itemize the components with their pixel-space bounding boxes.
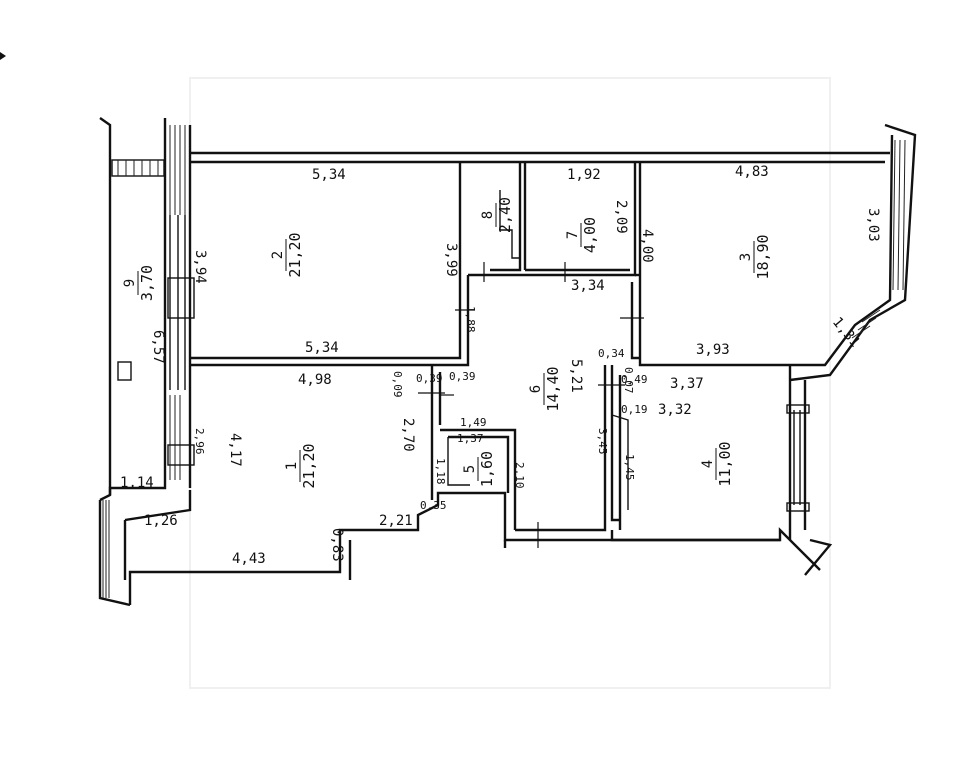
dim-r7-top: 1,92 — [567, 167, 601, 183]
dim-r5-118: 1,18 — [434, 458, 447, 485]
room-labels: 1 21,20 2 21,20 3 18,90 4 11,00 5 1,60 6… — [122, 197, 772, 489]
room-4-label: 4 11,00 — [700, 441, 734, 486]
dim-r7-right: 2,09 — [613, 200, 629, 234]
room-7-number: 7 — [565, 231, 581, 239]
room-8-number: 8 — [480, 211, 496, 219]
dim-r6-left: 1,88 — [464, 306, 477, 333]
room-4-area: 11,00 — [716, 441, 734, 486]
dim-r1-step: 2,21 — [379, 513, 413, 529]
dim-r3-left: 4,00 — [639, 229, 655, 263]
corner-mark — [0, 52, 6, 60]
room-9-number: 9 — [122, 279, 138, 287]
room-1-number: 1 — [284, 462, 300, 470]
room-5-label: 5 1,60 — [462, 451, 496, 487]
room-8-area: 2,40 — [496, 197, 514, 233]
room-7-area: 4,00 — [581, 217, 599, 253]
dim-r3-top: 4,83 — [735, 164, 769, 180]
dim-c-039a: 0,39 — [416, 372, 443, 385]
room-5-area: 1,60 — [478, 451, 496, 487]
dim-r1-left: 4,17 — [227, 433, 243, 467]
room-5-number: 5 — [462, 465, 478, 473]
room-6-area: 14,40 — [544, 366, 562, 411]
watermark-frame — [189, 77, 831, 689]
dim-r4-007: 0,07 — [622, 367, 635, 394]
room-4-number: 4 — [700, 460, 716, 468]
room-9-area: 3,70 — [138, 265, 156, 301]
room-2-label: 2 21,20 — [270, 232, 304, 277]
dim-r6-034: 0,34 — [598, 347, 625, 360]
room-9-label: 9 3,70 — [122, 265, 156, 301]
dim-r4-019: 0,19 — [621, 403, 648, 416]
dim-r4-145: 1,45 — [623, 454, 636, 481]
dim-r2-bottom: 5,34 — [305, 340, 339, 356]
dim-r4-049: 0,49 — [621, 373, 648, 386]
room-1-label: 1 21,20 — [284, 443, 318, 488]
room-1-area: 21,20 — [300, 443, 318, 488]
left-wall — [108, 118, 195, 495]
dim-wall-296: 2,96 — [193, 428, 206, 455]
dim-r6-right: 5,21 — [568, 359, 584, 393]
dim-r4-side: 3,32 — [658, 402, 692, 418]
dim-r5-210: 2,10 — [513, 462, 526, 489]
dim-r6-top: 3,34 — [571, 278, 605, 294]
room-8-label: 8 2,40 — [480, 197, 514, 233]
dim-r2-right: 3,99 — [443, 243, 459, 277]
dim-c-039b: 0,39 — [449, 370, 476, 383]
room-3-label: 3 18,90 — [738, 234, 772, 279]
dim-r2-left: 3,94 — [192, 250, 208, 284]
dim-balcony-len: 6,57 — [150, 330, 166, 364]
dim-r4-345: 3,45 — [596, 428, 609, 455]
dim-r3-bottom: 3,93 — [696, 342, 730, 358]
room-6-label: 6 14,40 — [528, 366, 562, 411]
dim-r5-035: 0,35 — [420, 499, 447, 512]
dim-r2-top: 5,34 — [312, 167, 346, 183]
dim-balcony-w: 1,14 — [120, 475, 154, 491]
dim-r1-bottom: 4,43 — [232, 551, 266, 567]
dim-r1-corner: 0,83 — [329, 528, 345, 562]
room-2-area: 21,20 — [286, 232, 304, 277]
outer-walls — [123, 151, 890, 605]
dim-r1-top: 4,98 — [298, 372, 332, 388]
dim-r4-top: 3,37 — [670, 376, 704, 392]
room-7-label: 7 4,00 — [565, 217, 599, 253]
dim-r3-diag: 1,31 — [829, 314, 863, 350]
dim-c-009: 0,09 — [391, 371, 404, 398]
balcony-walls — [98, 117, 165, 607]
room-6-number: 6 — [528, 385, 544, 393]
room-2-number: 2 — [270, 251, 286, 259]
door-ticks — [418, 262, 644, 548]
interior-walls — [190, 162, 790, 532]
dim-r3-right: 3,03 — [865, 208, 881, 242]
room-3-area: 18,90 — [754, 234, 772, 279]
right-wall — [786, 123, 917, 540]
dim-r1-right: 2,70 — [400, 418, 416, 452]
room-3-number: 3 — [738, 253, 754, 261]
dim-r5-137: 1,37 — [457, 432, 484, 445]
dim-balcony-126: 1,26 — [144, 513, 178, 529]
dim-r5-149: 1,49 — [460, 416, 487, 429]
